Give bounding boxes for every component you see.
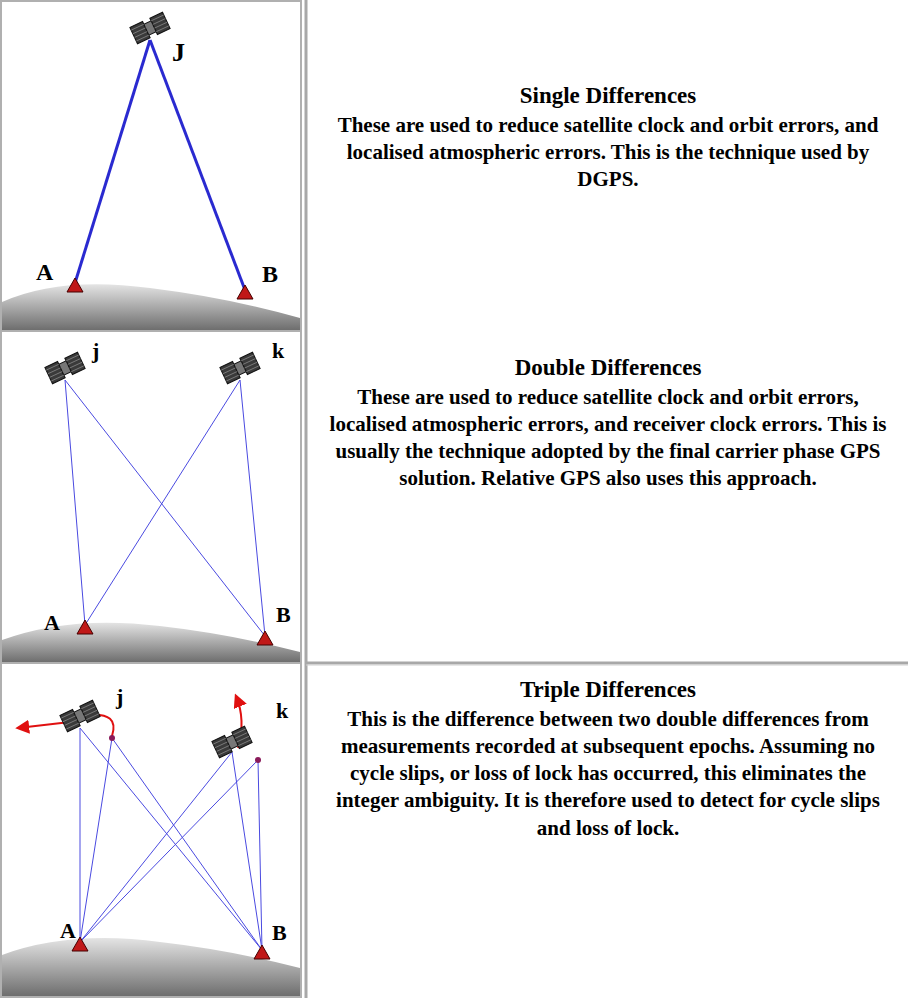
- panel-grid: [218, 749, 231, 755]
- ground-station: [254, 945, 270, 959]
- panel-heading: Single Differences: [326, 82, 890, 110]
- panel-grid: [226, 375, 239, 381]
- panel-heading: Triple Differences: [326, 676, 890, 704]
- satellite-body: [226, 735, 238, 749]
- signal-line: [80, 738, 112, 942]
- description-panel: Double DifferencesThese are used to redu…: [318, 350, 898, 497]
- point-label: k: [276, 700, 288, 722]
- point-label: A: [36, 260, 53, 284]
- hill: [2, 284, 300, 330]
- satellite-body: [234, 361, 246, 375]
- position-dot: [109, 735, 115, 741]
- point-label: B: [262, 262, 278, 286]
- point-label: A: [60, 920, 76, 942]
- signal-line: [80, 728, 262, 950]
- description-panel: Single DifferencesThese are used to redu…: [318, 78, 898, 197]
- signal-line: [85, 380, 240, 625]
- signal-line: [112, 738, 262, 950]
- satellite-body: [74, 709, 86, 723]
- satellite-body: [59, 361, 71, 375]
- satellite-icon: [130, 12, 170, 44]
- panel-grid: [136, 35, 149, 41]
- motion-arrow: [18, 722, 70, 728]
- panel-grid: [156, 26, 169, 32]
- signal-line: [65, 380, 265, 636]
- point-label: B: [272, 922, 287, 944]
- panel-grid: [71, 366, 84, 372]
- point-label: k: [272, 340, 284, 362]
- point-label: B: [276, 604, 291, 626]
- signal-line: [80, 760, 258, 942]
- signal-line: [258, 760, 262, 950]
- ground-station: [237, 285, 253, 299]
- ground-station: [257, 631, 273, 645]
- signal-line: [65, 380, 85, 625]
- point-label: J: [172, 40, 185, 66]
- point-label: A: [44, 612, 60, 634]
- panel-frame: [1, 663, 301, 997]
- satellite-icon: [212, 726, 252, 758]
- panel-frame: [1, 331, 301, 663]
- row-divider: [306, 665, 908, 666]
- signal-line: [75, 40, 150, 283]
- panel-grid: [51, 375, 64, 381]
- ground-station: [67, 278, 83, 292]
- signal-line: [150, 40, 245, 290]
- satellite-body: [144, 21, 156, 35]
- signal-line: [80, 728, 81, 942]
- satellite-icon: [60, 700, 100, 732]
- position-dot: [255, 757, 261, 763]
- panel-body: These are used to reduce satellite clock…: [326, 112, 890, 194]
- column-divider: [305, 0, 308, 998]
- point-label: j: [92, 340, 99, 362]
- panel-grid: [86, 714, 99, 720]
- panel-body: These are used to reduce satellite clock…: [326, 384, 890, 493]
- ground-station: [77, 620, 93, 634]
- panel-body: This is the difference between two doubl…: [326, 706, 890, 842]
- signal-line: [80, 752, 232, 942]
- panel-grid: [246, 366, 259, 372]
- hill: [2, 938, 300, 996]
- panel-grid: [66, 723, 79, 729]
- point-label: j: [116, 686, 123, 708]
- satellite-icon: [220, 352, 260, 384]
- satellite-icon: [45, 352, 85, 384]
- panel-frame: [1, 1, 301, 331]
- signal-line: [240, 380, 265, 636]
- row-divider: [306, 662, 908, 665]
- panel-heading: Double Differences: [326, 354, 890, 382]
- panel-grid: [238, 740, 251, 746]
- description-panel: Triple DifferencesThis is the difference…: [318, 672, 898, 846]
